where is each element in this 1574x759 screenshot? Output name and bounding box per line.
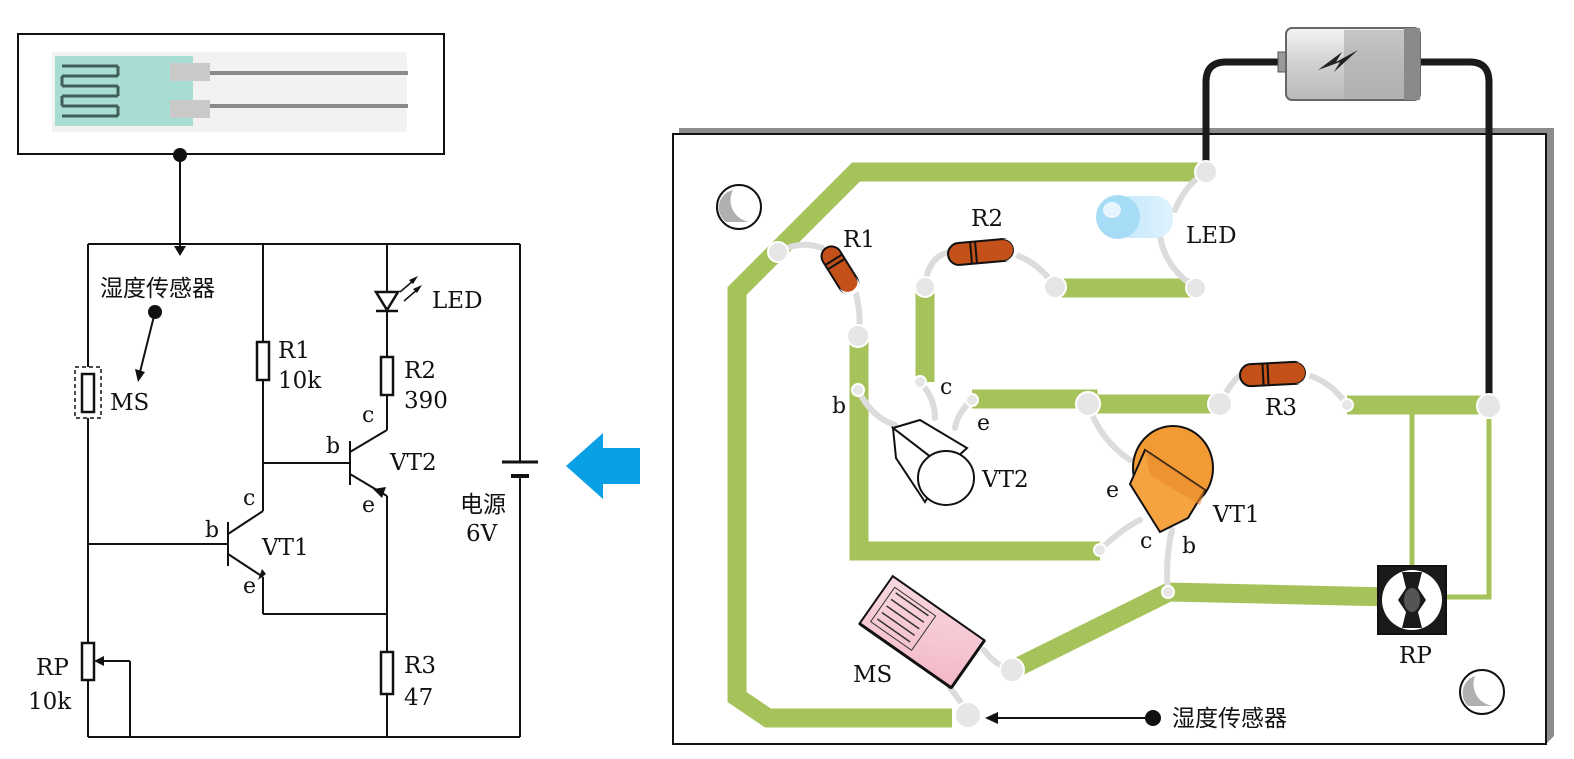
vt1-transistor bbox=[1128, 425, 1214, 534]
schematic-r2-name: R2 bbox=[404, 358, 436, 384]
rp-wiper-arrow bbox=[94, 656, 104, 666]
board-r3-label: R3 bbox=[1265, 395, 1297, 421]
board-callout-arrowhead bbox=[985, 712, 998, 724]
ms-callout-line bbox=[139, 311, 156, 373]
schematic-r1-name: R1 bbox=[278, 338, 310, 364]
board-vt1-c-label: c bbox=[1140, 529, 1152, 554]
schematic-rp-name: RP bbox=[36, 655, 69, 681]
board-r2-label: R2 bbox=[971, 206, 1003, 232]
mount-hole-top-left bbox=[716, 184, 762, 230]
vt2-transistor bbox=[890, 418, 975, 506]
schematic-vt1-e-label: e bbox=[243, 574, 256, 599]
schematic-ms-label: MS bbox=[110, 390, 149, 416]
schematic-vt1-c-label: c bbox=[243, 486, 255, 511]
vt1-emitter-arrow bbox=[258, 569, 266, 580]
schematic-vt2-e-label: e bbox=[362, 493, 375, 518]
led-component bbox=[1096, 195, 1173, 239]
battery-wires bbox=[1202, 58, 1493, 406]
solder-pads bbox=[767, 160, 1502, 729]
schematic-power-label: 电源 bbox=[460, 492, 506, 518]
sensor-photo bbox=[17, 33, 445, 155]
schematic-vt1-label: VT1 bbox=[261, 535, 309, 561]
schematic-vt2-b-label: b bbox=[326, 434, 340, 459]
mount-hole-bottom-right bbox=[1459, 669, 1505, 715]
ms-sensor-symbol bbox=[74, 366, 102, 419]
board-sensor-callout-label: 湿度传感器 bbox=[1172, 706, 1287, 732]
schematic-r1-value: 10k bbox=[278, 368, 322, 394]
schematic-sensor-label: 湿度传感器 bbox=[100, 276, 215, 302]
r2-resistor-symbol bbox=[379, 355, 395, 397]
rp-potentiometer-component bbox=[1377, 565, 1447, 635]
schematic-r2-value: 390 bbox=[404, 388, 448, 414]
battery-symbol bbox=[502, 460, 538, 478]
board-r1-label: R1 bbox=[843, 227, 875, 253]
board-vt1-e-label: e bbox=[1106, 478, 1119, 503]
ms-sensor-component bbox=[858, 574, 986, 690]
board-vt2-b-label: b bbox=[832, 394, 846, 419]
schematic-led-label: LED bbox=[432, 288, 483, 314]
pcb-traces bbox=[727, 162, 1492, 728]
board-vt2-c-label: c bbox=[940, 375, 952, 400]
board-ms-label: MS bbox=[853, 662, 892, 688]
board-vt1-label: VT1 bbox=[1212, 502, 1260, 528]
board-led-label: LED bbox=[1186, 223, 1237, 249]
led-symbol bbox=[373, 276, 422, 313]
schematic-rp-value: 10k bbox=[28, 689, 72, 715]
r2-resistor bbox=[947, 238, 1018, 266]
arrow-left-icon bbox=[566, 433, 640, 499]
schematic-r3-name: R3 bbox=[404, 653, 436, 679]
schematic-vt2-label: VT2 bbox=[389, 450, 437, 476]
board-vt2-label: VT2 bbox=[981, 467, 1029, 493]
schematic-vt2-c-label: c bbox=[362, 403, 374, 428]
board-vt1-b-label: b bbox=[1182, 534, 1196, 559]
schematic-r3-value: 47 bbox=[404, 685, 433, 711]
battery-icon bbox=[1277, 27, 1421, 101]
r3-resistor bbox=[1239, 360, 1310, 388]
r3-resistor-symbol bbox=[379, 650, 395, 696]
r1-resistor bbox=[820, 245, 860, 296]
rp-potentiometer-symbol bbox=[80, 641, 96, 682]
board-vt2-e-label: e bbox=[977, 411, 990, 436]
board-rp-label: RP bbox=[1399, 643, 1432, 669]
schematic-vt1-b-label: b bbox=[205, 518, 219, 543]
schematic-power-value: 6V bbox=[466, 521, 498, 547]
r1-resistor-symbol bbox=[255, 340, 271, 382]
ms-callout-arrowhead bbox=[135, 369, 145, 382]
vt2-emitter-arrow bbox=[373, 487, 386, 498]
photo-callout-arrowhead bbox=[174, 246, 186, 256]
